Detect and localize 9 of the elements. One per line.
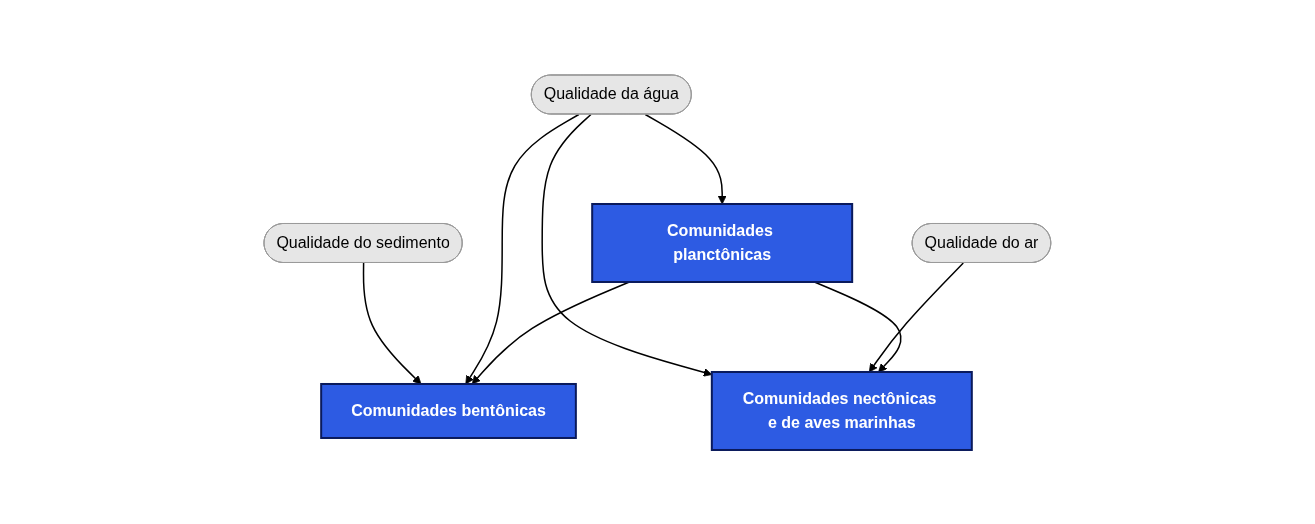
arrow xyxy=(813,280,902,372)
node-box: Comunidades planctônicas xyxy=(591,202,854,283)
arrow xyxy=(869,261,965,372)
arrow xyxy=(362,261,422,384)
arrow xyxy=(471,280,631,384)
node-box: Comunidades bentônicas xyxy=(320,382,577,439)
node-box: Comunidades nectônicas e de aves marinhas xyxy=(710,370,973,451)
arrow xyxy=(465,113,580,384)
arrow xyxy=(644,113,727,204)
